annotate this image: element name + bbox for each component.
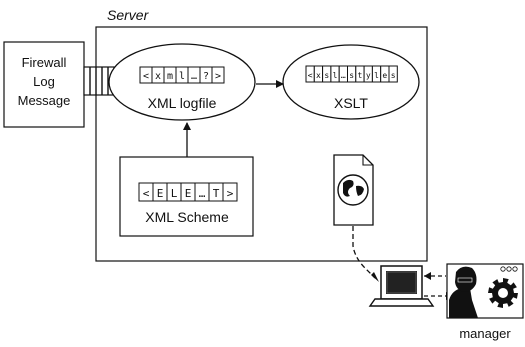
- char-glyph: e: [382, 71, 387, 80]
- gear-icon: [488, 266, 518, 308]
- char-glyph: l: [333, 71, 338, 80]
- arrowhead-to-laptop: [424, 272, 431, 280]
- char-glyph: s: [349, 71, 354, 80]
- char-cell: [222, 182, 238, 202]
- char-glyph: s: [324, 71, 329, 80]
- char-glyph: T: [213, 187, 220, 200]
- char-glyph: <: [143, 71, 149, 82]
- char-glyph: t: [358, 71, 363, 80]
- char-glyph: l: [374, 71, 379, 80]
- char-glyph: E: [157, 187, 164, 200]
- web-document-icon: [333, 154, 374, 226]
- manager-icon: [446, 263, 524, 319]
- char-glyph: ?: [203, 71, 209, 82]
- firewall-line-3: Message: [18, 93, 71, 108]
- char-glyph: E: [185, 187, 192, 200]
- char-glyph: …: [199, 187, 206, 200]
- char-glyph: m: [167, 71, 173, 82]
- server-label: Server: [107, 7, 150, 23]
- char-glyph: >: [227, 187, 234, 200]
- dashed-arrowhead: [371, 272, 379, 282]
- char-cell: [388, 65, 398, 83]
- char-glyph: …: [191, 71, 197, 82]
- dashed-doc-to-laptop: [352, 226, 376, 279]
- char-cell: [211, 66, 225, 84]
- char-glyph: s: [391, 71, 396, 80]
- char-glyph: >: [215, 71, 221, 82]
- xml-logfile-label: XML logfile: [148, 95, 217, 111]
- char-glyph: <: [143, 187, 150, 200]
- char-glyph: y: [366, 71, 371, 80]
- firewall-line-2: Log: [33, 74, 55, 89]
- manager-label: manager: [459, 326, 511, 341]
- char-glyph: …: [341, 71, 346, 80]
- laptop-icon: [368, 265, 435, 307]
- char-glyph: L: [171, 187, 178, 200]
- char-glyph: l: [179, 71, 185, 82]
- server-box: [95, 26, 428, 262]
- char-glyph: x: [316, 71, 321, 80]
- xslt-label: XSLT: [334, 95, 368, 111]
- xml-scheme-label: XML Scheme: [145, 209, 229, 225]
- char-glyph: x: [155, 71, 161, 82]
- char-glyph: <: [308, 71, 313, 80]
- firewall-line-1: Firewall: [22, 55, 67, 70]
